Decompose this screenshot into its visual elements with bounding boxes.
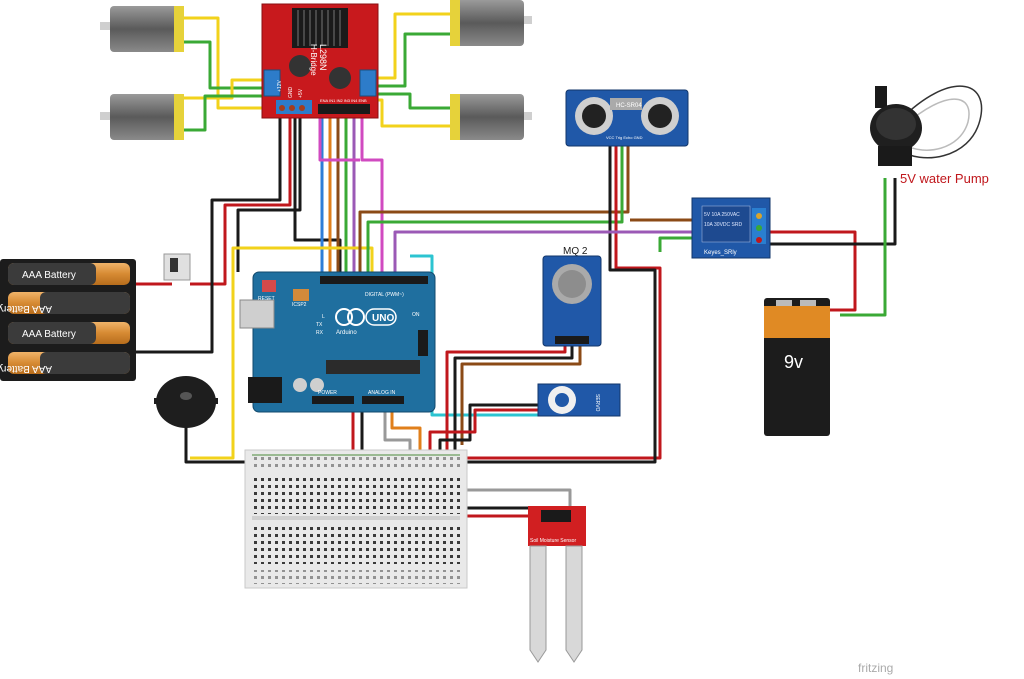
ultrasonic-pins: VCC Trig Echo GND: [606, 135, 643, 140]
wire-motor1-yellow: [180, 16, 262, 110]
dc-motor-top-left: [100, 6, 184, 52]
arduino-l-label: L: [322, 314, 325, 320]
l298n-pin-gnd: GND: [288, 87, 294, 99]
battery-cell-3: AAA Battery: [8, 322, 130, 344]
wire-ultra-red: [440, 146, 662, 460]
wire-relay-black-out: [770, 178, 897, 246]
wire-motor3-yellow: [378, 12, 455, 80]
wire-gnd-black: [236, 114, 302, 272]
wire-5v-black2: [293, 114, 342, 272]
arduino-digital-label: DIGITAL (PWM~): [365, 292, 404, 298]
wire-servo-red: [428, 408, 540, 452]
battery-cell-4: AAA Battery: [0, 352, 130, 374]
arduino-icsp2-label: ICSP2: [292, 302, 307, 308]
wire-battery-black: [135, 114, 282, 354]
arduino-uno: RESET ICSP2 L TX RX ON DIGITAL (PWM~) UN…: [239, 271, 436, 413]
battery-9v: 9v: [764, 298, 830, 436]
l298n-module: L298N H-Bridge +12V GND +5V ENA IN1 IN2 …: [261, 3, 379, 119]
arduino-power-label: POWER: [318, 390, 337, 396]
battery-label-1: AAA Battery: [22, 270, 76, 281]
wire-mq2-red: [445, 345, 567, 452]
arduino-logo: UNO Arduino: [335, 308, 397, 336]
wire-motor2-green: [180, 94, 262, 132]
wire-enb-pink: [360, 114, 384, 272]
soil-label: Soil Moisture Sensor: [530, 538, 576, 544]
battery-cell-2: AAA Battery: [0, 292, 130, 314]
mq2-label: MQ 2: [563, 246, 588, 257]
wire-motor4-green: [378, 92, 455, 110]
wire-ultra-brown: [358, 146, 630, 272]
wire-buzzer-black: [184, 425, 250, 464]
arduino-analog-label: ANALOG IN: [368, 390, 396, 396]
battery-label-4: AAA Battery: [0, 363, 52, 374]
l298n-label: L298N: [318, 44, 328, 71]
water-pump: [870, 85, 983, 166]
dc-motor-top-right: [450, 0, 532, 46]
wire-relay-red-out: [770, 230, 857, 312]
wire-ultra-green: [366, 146, 624, 272]
pump-label: 5V water Pump: [900, 171, 989, 186]
relay-mid-text: 10A 30VDC SRD: [704, 222, 742, 228]
svg-text:UNO: UNO: [372, 313, 394, 324]
aaa-battery-pack: AAA Battery AAA Battery AAA Battery AAA …: [0, 259, 136, 381]
wire-pink2: [318, 114, 360, 162]
wire-analog-orange: [390, 405, 422, 452]
arduino-reset-label: RESET: [258, 296, 275, 302]
wire-motor1-green: [180, 40, 262, 90]
servo-label: SERVO: [594, 394, 600, 412]
wire-servo-black: [438, 403, 540, 452]
battery-label-2: AAA Battery: [0, 303, 52, 314]
l298n-pin-12v: +12V: [277, 80, 283, 92]
arduino-on-label: ON: [412, 312, 420, 318]
l298n-sub-label: H-Bridge: [309, 44, 318, 76]
wire-motor4-yellow: [378, 98, 455, 128]
ultrasonic-label: HC-SR04: [616, 103, 642, 109]
wire-motor3-green: [378, 32, 455, 88]
servo-motor: SERVO: [537, 383, 621, 417]
wire-mq2-brown: [460, 345, 582, 445]
fritzing-watermark: fritzing: [858, 661, 893, 675]
relay-bottom-text: Keyes_SRly: [704, 250, 737, 256]
relay-top-text: 5V 10A 250VAC: [704, 212, 740, 218]
mq2-gas-sensor: MQ 2: [542, 246, 602, 347]
wire-relay-green: [658, 236, 692, 252]
arduino-tx-label: TX: [316, 322, 323, 328]
dc-motor-bottom-left: [100, 94, 184, 140]
wire-pump-green: [840, 178, 887, 317]
battery-label-3: AAA Battery: [22, 329, 76, 340]
arduino-rx-label: RX: [316, 330, 324, 336]
svg-text:Arduino: Arduino: [336, 330, 357, 336]
buzzer: [154, 376, 218, 428]
slide-switch: [163, 253, 191, 281]
wire-yellow-buzzer: [190, 246, 374, 460]
wire-mq2-black: [453, 345, 574, 456]
wire-ultra-black: [450, 146, 657, 464]
ultrasonic-sensor: HC-SR04 VCC Trig Echo GND: [565, 89, 689, 147]
l298n-pin-5v: +5V: [298, 88, 304, 98]
l298n-pin-inputs: ENA IN1 IN2 IN3 IN4 ENB: [320, 98, 367, 103]
breadboard: [244, 449, 468, 589]
dc-motor-bottom-right: [450, 94, 532, 140]
battery-9v-label: 9v: [784, 352, 803, 372]
wires: [135, 12, 897, 518]
soil-moisture-sensor: Soil Moisture Sensor: [528, 506, 586, 663]
battery-cell-1: AAA Battery: [8, 263, 130, 285]
relay-module: 5V 10A 250VAC 10A 30VDC SRD Keyes_SRly: [691, 197, 771, 259]
wire-relay-purple: [393, 230, 692, 272]
